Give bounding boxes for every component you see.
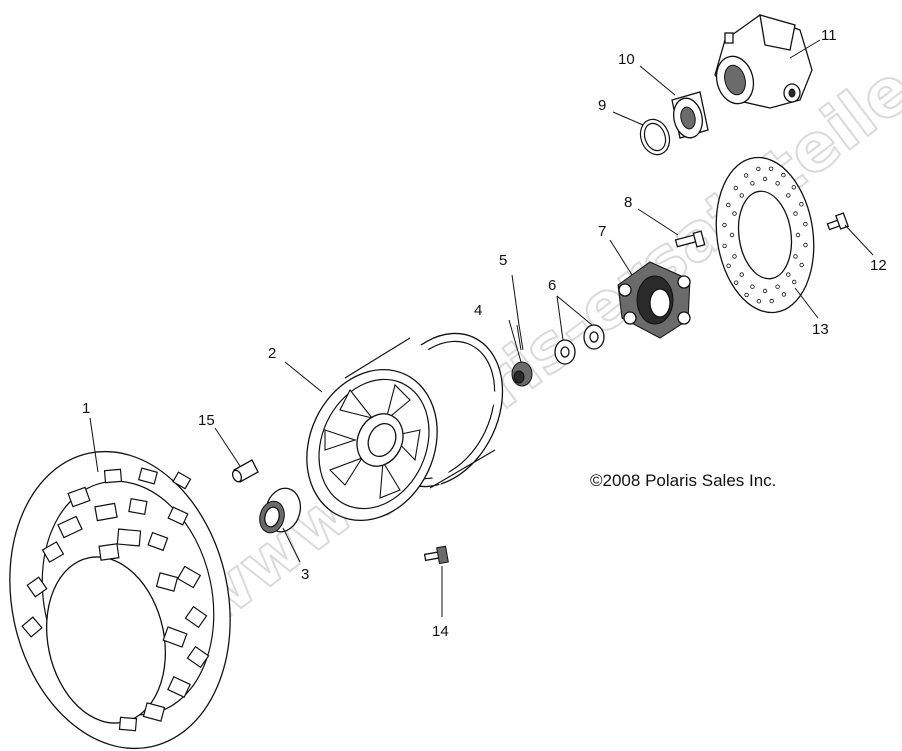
callout-13: 13 xyxy=(812,321,829,338)
callout-5: 5 xyxy=(499,252,507,269)
disc-hole xyxy=(793,254,798,259)
disc-hole xyxy=(734,280,739,285)
disc-hole xyxy=(775,284,780,289)
callout-1: 1 xyxy=(82,400,90,417)
callout-7: 7 xyxy=(598,223,606,240)
callout-9: 9 xyxy=(598,97,606,114)
disc-hole xyxy=(762,288,768,294)
disc-hole xyxy=(744,292,749,298)
disc-hole xyxy=(803,221,808,227)
valve-stem-part xyxy=(423,545,449,565)
disc-hole xyxy=(722,222,727,228)
disc-hole xyxy=(729,232,735,238)
disc-hole xyxy=(750,181,755,186)
callout-4: 4 xyxy=(474,302,482,319)
disc-hole xyxy=(750,284,755,289)
callout-8: 8 xyxy=(624,194,632,211)
disc-hole xyxy=(726,202,731,208)
washers-part xyxy=(554,324,605,365)
disc-hole xyxy=(786,272,791,277)
disc-hole xyxy=(793,211,798,216)
tire-part xyxy=(9,450,231,750)
disc-hole xyxy=(775,181,780,186)
copyright-text: ©2008 Polaris Sales Inc. xyxy=(590,471,776,490)
hub-bolt-part xyxy=(674,230,706,248)
disc-hole xyxy=(769,298,774,304)
snap-ring-part xyxy=(639,118,671,156)
steering-knuckle-part xyxy=(714,14,813,109)
disc-hole xyxy=(732,254,737,259)
callout-10: 10 xyxy=(618,51,635,68)
wheel-hub-part xyxy=(617,261,691,339)
disc-hole xyxy=(803,242,808,248)
disc-hole xyxy=(795,232,801,238)
disc-hole xyxy=(791,185,796,190)
callout-labels: 1 2 3 4 5 6 7 8 9 10 11 12 13 14 15 xyxy=(82,27,887,640)
callout-6: 6 xyxy=(548,277,556,294)
callout-15: 15 xyxy=(198,412,215,429)
disc-hole xyxy=(781,172,786,178)
callout-14: 14 xyxy=(432,623,449,640)
bearing-part xyxy=(671,91,709,139)
pin-part xyxy=(231,459,259,483)
disc-hole xyxy=(733,185,738,191)
callout-12: 12 xyxy=(870,257,887,274)
disc-hole xyxy=(743,173,749,178)
callout-3: 3 xyxy=(301,566,309,583)
disc-hole xyxy=(732,211,737,216)
disc-hole xyxy=(722,243,727,249)
disc-hole xyxy=(792,279,797,285)
callout-2: 2 xyxy=(268,345,276,362)
disc-hole xyxy=(739,193,744,198)
disc-hole xyxy=(768,166,774,171)
brake-disc-part xyxy=(715,156,815,314)
disc-hole xyxy=(799,262,804,268)
disc-hole xyxy=(781,292,787,297)
castle-nut-part xyxy=(511,361,533,387)
disc-hole xyxy=(762,176,768,182)
callout-11: 11 xyxy=(821,27,837,44)
disc-hole xyxy=(739,272,744,277)
wheel-rim-part xyxy=(306,332,504,522)
leader-lines xyxy=(89,39,874,617)
disc-hole xyxy=(756,299,762,304)
disc-hole xyxy=(726,263,731,268)
brake-bolt-part xyxy=(826,212,849,231)
disc-hole xyxy=(786,193,791,198)
cotter-pin-part xyxy=(516,324,524,351)
disc-hole xyxy=(756,166,761,172)
disc-hole xyxy=(799,201,804,207)
hub-cap-part xyxy=(259,487,302,534)
